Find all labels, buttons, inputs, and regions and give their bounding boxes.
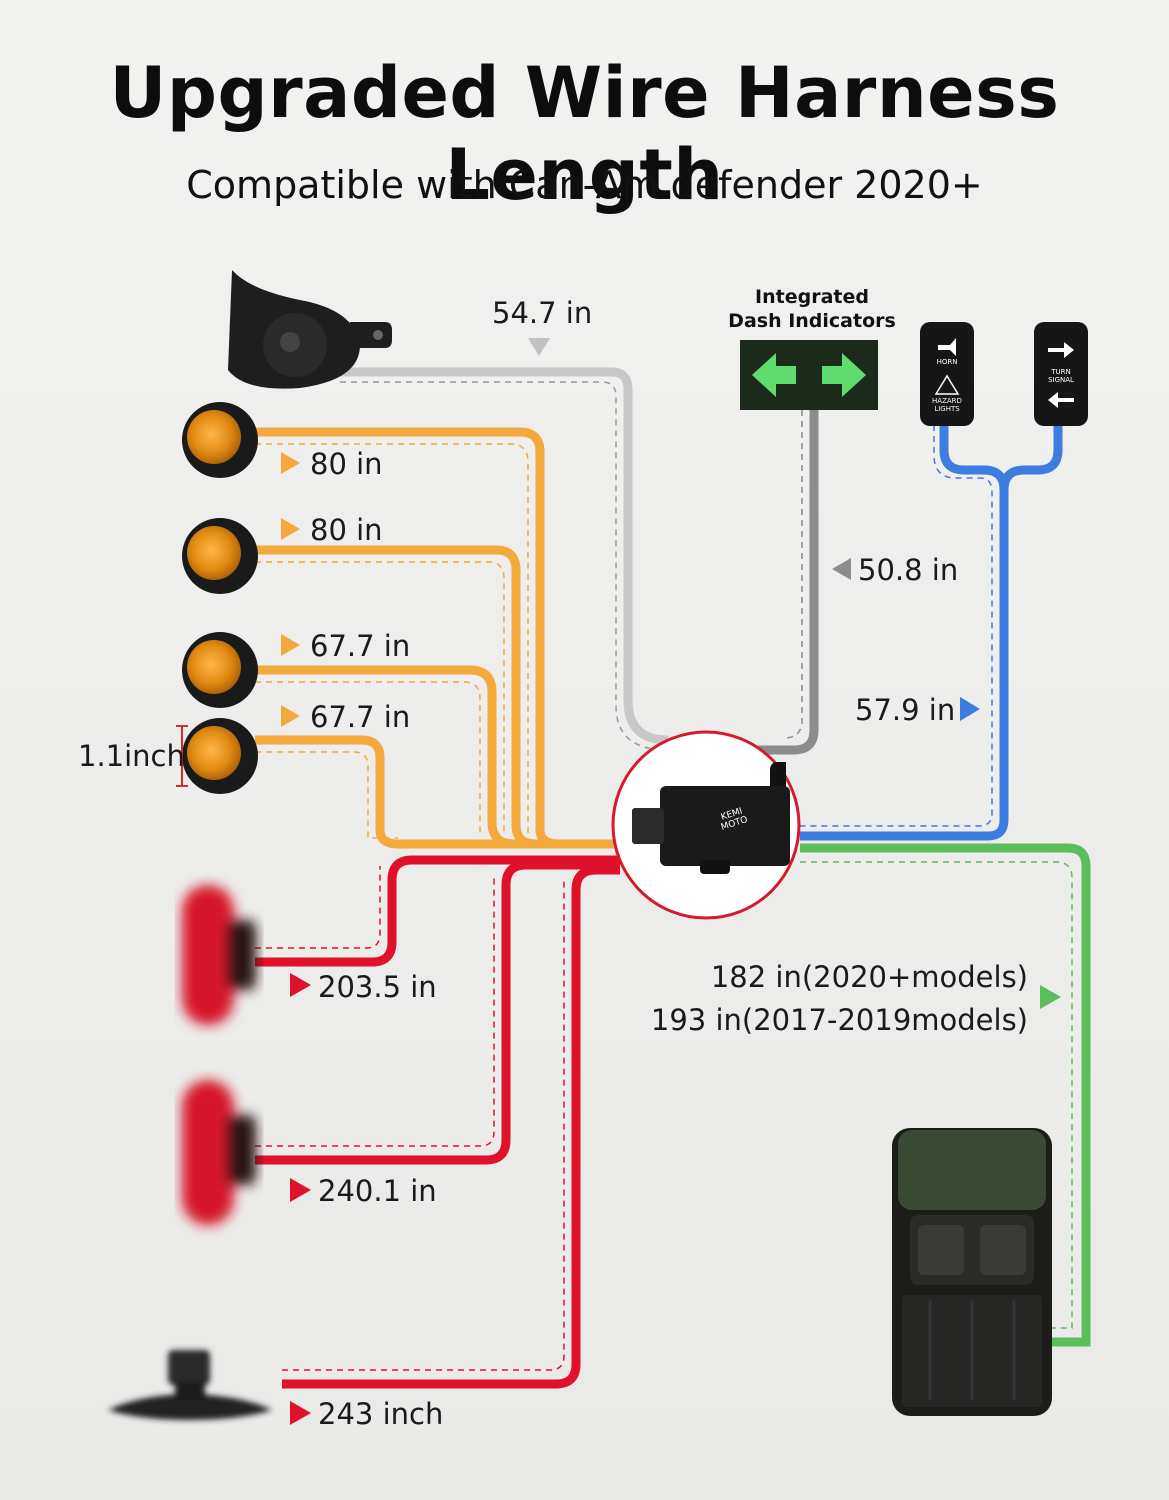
tail2-length-label: 240.1 in — [318, 1174, 437, 1208]
marker-light-icon-1 — [182, 402, 258, 478]
marker4-length-label: 67.7 in — [310, 700, 410, 734]
vehicle-length-label-1: 182 in(2020+models) — [711, 960, 1028, 994]
license-length-label: 243 inch — [318, 1397, 443, 1431]
license-light-icon — [108, 1350, 272, 1420]
dash-arrow-icon — [832, 558, 851, 580]
page-title: Upgraded Wire Harness Length — [109, 52, 1060, 216]
right-arrow-icon — [822, 353, 866, 397]
marker3-length-label: 67.7 in — [310, 629, 410, 663]
dash-label-line2: Dash Indicators — [728, 310, 896, 332]
marker1-arrow-icon — [281, 452, 300, 474]
marker3-arrow-icon — [281, 634, 300, 656]
tail-wires — [255, 855, 620, 1389]
size-bracket — [176, 725, 188, 787]
marker-wires-dashed — [255, 443, 529, 839]
page-subtitle: Compatible with Can-Am defender 2020+ — [186, 163, 983, 207]
left-arrow-icon — [752, 353, 796, 397]
marker-wires — [255, 427, 620, 849]
tail-wires-dashed — [255, 866, 565, 1371]
svg-text:SIGNAL: SIGNAL — [1048, 376, 1074, 384]
vehicle-length-label-2: 193 in(2017-2019models) — [651, 1003, 1028, 1037]
horn-arrow-icon — [528, 338, 550, 356]
svg-text:TURN: TURN — [1050, 368, 1071, 376]
marker2-length-label: 80 in — [310, 513, 383, 547]
dash-length-label: 50.8 in — [858, 553, 958, 587]
vehicle-wire — [800, 843, 1091, 1347]
tail1-length-label: 203.5 in — [318, 970, 437, 1004]
marker-size-label: 1.1inch — [78, 739, 185, 773]
dash-wire — [740, 410, 819, 755]
tail2-arrow-icon — [290, 1178, 311, 1202]
marker-light-icon-4 — [182, 718, 258, 794]
dash-label-line1: Integrated — [755, 286, 869, 308]
marker2-arrow-icon — [281, 518, 300, 540]
dash-indicator-panel — [740, 340, 878, 410]
vehicle-arrow-icon — [1040, 985, 1061, 1009]
tail-light-icon-1 — [182, 885, 256, 1025]
tail1-arrow-icon — [290, 973, 311, 997]
turn-signal-switch-icon: TURN SIGNAL — [1034, 322, 1088, 426]
horn-icon — [228, 270, 392, 389]
horn-length-label: 54.7 in — [492, 296, 592, 330]
switch-length-label: 57.9 in — [855, 693, 955, 727]
marker-light-icon-2 — [182, 518, 258, 594]
marker-light-icon-3 — [182, 632, 258, 708]
switch-arrow-icon — [960, 697, 980, 721]
marker1-length-label: 80 in — [310, 447, 383, 481]
controller-module-icon: KEMI MOTO — [611, 730, 801, 920]
svg-text:HAZARD: HAZARD — [932, 397, 962, 405]
tail-light-icon-2 — [182, 1080, 256, 1225]
horn-wire — [330, 367, 669, 751]
switch-wire — [800, 425, 1063, 841]
marker4-arrow-icon — [281, 705, 300, 727]
vehicle-icon — [892, 1128, 1052, 1416]
horn-hazard-switch-icon: HORN HAZARD LIGHTS — [920, 322, 974, 426]
svg-text:LIGHTS: LIGHTS — [934, 405, 960, 413]
svg-text:HORN: HORN — [937, 358, 958, 366]
license-arrow-icon — [290, 1401, 311, 1425]
